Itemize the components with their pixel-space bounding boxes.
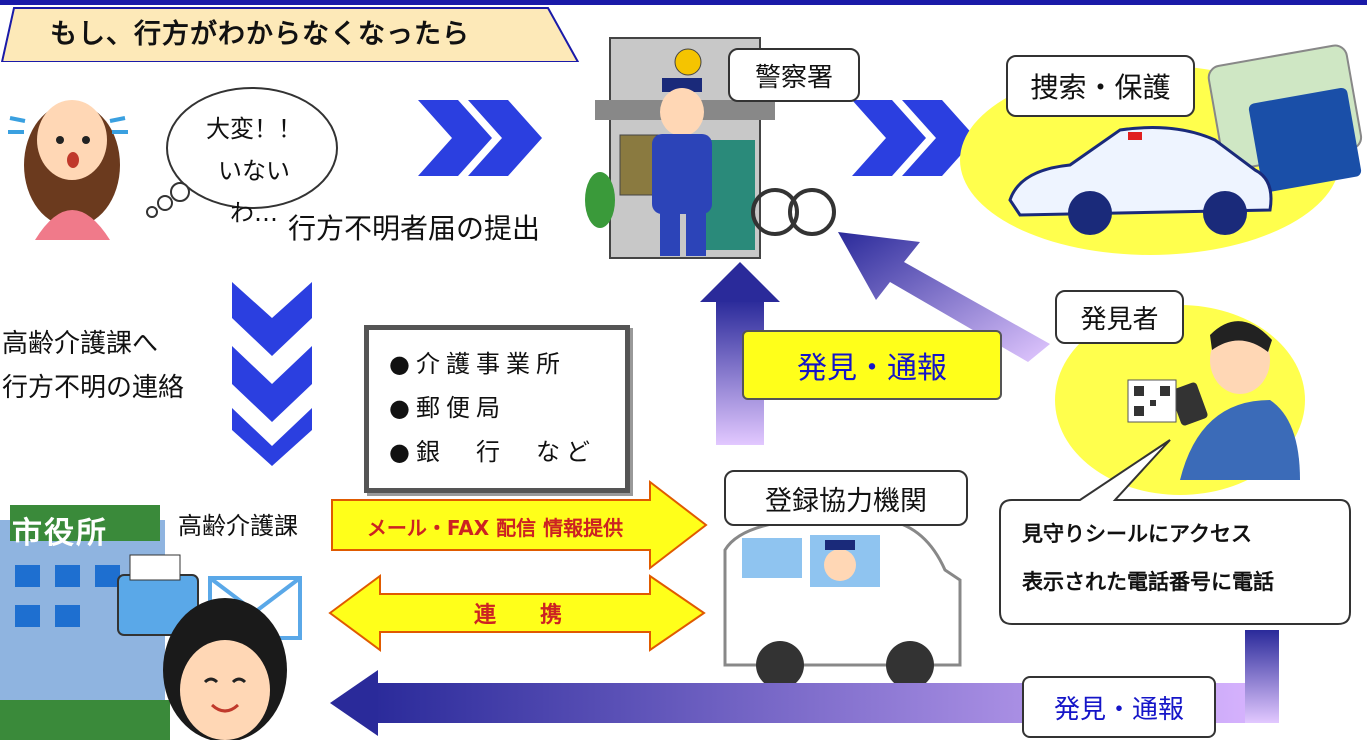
report-submission-label: 行方不明者届の提出: [288, 212, 541, 245]
police-car-icon: [1008, 126, 1273, 235]
finder-bubble-line: 見守りシールにアクセス: [1022, 522, 1252, 546]
police-station-label: 警察署: [728, 48, 860, 102]
chevron-right-icon: [852, 100, 976, 176]
thought-line: いないわ…: [218, 157, 290, 227]
finder-label: 発見者: [1055, 290, 1184, 344]
page-title: もし、行方がわからなくなったら: [50, 19, 470, 50]
partner-list-box: ●介護事業所 ●郵便局 ●銀 行 など: [364, 325, 630, 493]
map-icon: [1207, 44, 1363, 193]
department-label: 高齢介護課: [178, 512, 298, 540]
city-hall-sign: 市役所: [12, 516, 108, 551]
top-bar: [0, 0, 1367, 5]
title-tab-shape: [0, 7, 580, 62]
partner-item: ●介護事業所: [389, 350, 566, 378]
mail-fax-arrow-label: メール・FAX 配信 情報提供: [366, 515, 624, 540]
thought-bubble-text: 大変！！ いないわ…: [198, 108, 310, 234]
chevron-right-icon: [418, 100, 542, 176]
worried-woman-icon: [8, 100, 128, 240]
thought-bubble: [146, 87, 338, 218]
discovery-report-bottom-label: 発見・通報: [1022, 676, 1216, 738]
finder-person-icon: [1170, 321, 1300, 480]
partner-item: ●銀 行 など: [389, 438, 596, 466]
mail-fax-arrow: [331, 479, 708, 571]
partner-item: ●郵便局: [389, 394, 506, 422]
discovery-report-label: 発見・通報: [742, 330, 1002, 400]
contact-label: 高齢介護課へ 行方不明の連絡: [2, 322, 184, 410]
chevron-down-icon: [232, 282, 312, 466]
finder-report-arrow: [838, 232, 1050, 362]
thought-line: 大変！！: [206, 115, 302, 143]
qr-code-icon: [1127, 379, 1177, 423]
contact-line: 行方不明の連絡: [2, 373, 185, 403]
search-protect-label: 捜索・保護: [1006, 55, 1195, 117]
police-officer-icon: [652, 78, 712, 256]
delivery-van-icon: [723, 518, 962, 689]
contact-line: 高齢介護課へ: [2, 329, 159, 359]
finder-speech-bubble: [999, 439, 1351, 625]
finder-bubble-line: 表示された電話番号に電話: [1022, 570, 1274, 594]
registered-org-label: 登録協力機関: [724, 470, 968, 526]
staff-woman-icon: [163, 598, 287, 740]
finder-bubble-text: 見守りシールにアクセス 表示された電話番号に電話: [1022, 510, 1342, 606]
cooperation-arrow: [328, 574, 706, 652]
fax-machine-icon: [117, 554, 199, 636]
cooperation-arrow-label: 連 携: [473, 603, 562, 628]
